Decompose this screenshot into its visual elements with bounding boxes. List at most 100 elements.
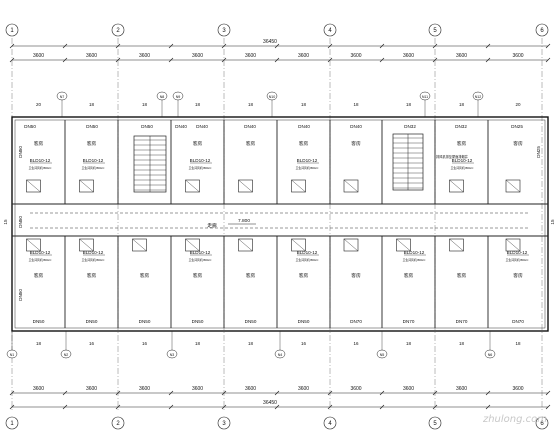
- fixture-count-top: 20: [36, 102, 42, 107]
- pipe-tag-bubble-top: [472, 91, 484, 101]
- pipe-size-bottom: DN50: [192, 319, 204, 324]
- axis-bubble-bottom: [217, 416, 231, 430]
- room-label-top: 客房: [513, 140, 523, 147]
- dim-bay-label-top: 3600: [298, 53, 309, 59]
- dim-bays-bottom-tick: [545, 390, 551, 396]
- outer-wall: [11, 116, 549, 332]
- toilet-fan-bottom: [185, 238, 200, 252]
- fixture-count-top: 18: [301, 102, 307, 107]
- axis-label-top: 4: [328, 28, 332, 34]
- toilet-fan-top-x: [26, 179, 41, 193]
- pipe-size-bottom: DN70: [512, 319, 524, 324]
- dim-bay-label-top: 3600: [139, 53, 150, 59]
- equipment-sublabel-top: 卫生间风机 BDHC: [189, 166, 212, 170]
- axis-label-bottom: 1: [10, 421, 14, 427]
- fixture-count-top: 20: [515, 102, 521, 107]
- room-label-top: 客房: [299, 140, 309, 147]
- toilet-fan-bottom-x: [505, 238, 521, 252]
- axis-label-top: 3: [222, 28, 226, 34]
- axis-bubble-bottom: [535, 416, 549, 430]
- side-mark-left: 15: [3, 219, 8, 225]
- dim-total-top-tick: [274, 43, 280, 49]
- equipment-label-bottom: BLD10-12: [404, 250, 425, 255]
- room-label-bottom: 客房: [457, 272, 467, 279]
- riser-size-left: DN50: [18, 216, 23, 228]
- toilet-fan-bottom-x: [343, 238, 359, 252]
- dim-bay-label-top: 3600: [192, 53, 203, 59]
- axis-bubble-top: [111, 23, 125, 37]
- pipe-tag-top: N7: [60, 95, 65, 99]
- axis-label-top: 2: [116, 28, 120, 34]
- dim-bay-label-bottom: 3600: [192, 386, 203, 392]
- toilet-fan-top-x: [505, 179, 521, 193]
- room-label-bottom: 客房: [34, 272, 44, 279]
- toilet-fan-bottom: [505, 238, 521, 252]
- pipe-size-top: DN32: [455, 124, 467, 129]
- equipment-sublabel-top: 卫生间风机 BDHC: [82, 166, 105, 170]
- pipe-tag-bubble-top: [56, 91, 68, 101]
- pipe-size-bottom: DN70: [403, 319, 415, 324]
- axis-label-bottom: 4: [328, 421, 332, 427]
- dim-bays-top-tick: [545, 57, 551, 63]
- dim-bays-top-tick: [485, 57, 491, 63]
- fixture-count-top: 18: [195, 102, 201, 107]
- dim-bay-label-bottom: 3600: [512, 386, 523, 392]
- room-label-bottom: 客房: [513, 272, 523, 279]
- room-label-top: 客房: [34, 140, 44, 147]
- dim-bay-label-bottom: 3600: [403, 386, 414, 392]
- axis-bubble-bottom: [323, 416, 337, 430]
- equipment-label-bottom: BLD10-12: [297, 250, 318, 255]
- pipe-size-bottom: DN50: [33, 319, 45, 324]
- fixture-count-bottom: 18: [36, 341, 42, 346]
- dim-total-label-top: 36450: [263, 39, 277, 45]
- dim-bay-label-top: 3600: [350, 53, 361, 59]
- dim-total-bottom-tick: [62, 404, 68, 410]
- dim-total-top-tick: [545, 43, 551, 49]
- toilet-fan-bottom-x: [291, 238, 306, 252]
- dim-total-top-tick: [62, 43, 68, 49]
- toilet-fan-top-x: [449, 179, 464, 193]
- level-mark: 7.800: [238, 218, 250, 224]
- equipment-sublabel-bottom: 卫生间风机 BDHC: [189, 258, 212, 262]
- axis-bubble-bottom: [428, 416, 442, 430]
- fixture-count-top: 18: [142, 102, 148, 107]
- pipe-tag-bottom: N3: [170, 353, 175, 357]
- pipe-tag-bubble-bottom: [376, 349, 388, 359]
- equipment-label-top: BLD10-12: [190, 158, 211, 163]
- axis-bubble-bottom: [5, 416, 19, 430]
- room-label-top: 客房: [87, 140, 97, 147]
- toilet-fan-bottom: [132, 238, 147, 252]
- pipe-size-bottom: DN70: [350, 319, 362, 324]
- fixture-count-bottom: 18: [459, 341, 465, 346]
- toilet-fan-top-x: [343, 179, 359, 193]
- room-label-bottom: 客房: [351, 272, 361, 279]
- pipe-tag-bottom: N1: [10, 353, 15, 357]
- pipe-tag-top: N10: [269, 95, 276, 99]
- room-label-bottom: 客房: [404, 272, 414, 279]
- watermark: zhulong.com: [482, 414, 547, 425]
- dim-bays-bottom-tick: [62, 390, 68, 396]
- axis-label-bottom: 5: [433, 421, 437, 427]
- dim-bays-bottom-tick: [274, 390, 280, 396]
- room-label-bottom: 客房: [299, 272, 309, 279]
- equipment-sublabel-bottom: 卫生间风机 BDHC: [403, 258, 426, 262]
- riser-size-left: DN50: [18, 146, 23, 158]
- pipe-size-top: DN40: [244, 124, 256, 129]
- equipment-sublabel-bottom: 卫生间风机 BDHC: [82, 258, 105, 262]
- equipment-sublabel-top: 卫生间风机 BDHC: [29, 166, 52, 170]
- axis-bubble-top: [5, 23, 19, 37]
- pipe-size-bottom: DN70: [456, 319, 468, 324]
- dim-bay-label-bottom: 3600: [139, 386, 150, 392]
- dim-bays-top-tick: [62, 57, 68, 63]
- dim-total-bottom-tick: [485, 404, 491, 410]
- toilet-fan-bottom: [79, 238, 94, 252]
- fixture-count-bottom: 18: [406, 341, 412, 346]
- room-label-bottom: 客房: [246, 272, 256, 279]
- toilet-fan-top: [505, 179, 521, 193]
- equipment-label-bottom: BLD10-12: [190, 250, 211, 255]
- dim-total-bottom-tick: [274, 404, 280, 410]
- dim-bay-label-bottom: 3600: [350, 386, 361, 392]
- toilet-fan-bottom-x: [132, 238, 147, 252]
- pipe-tag-bottom: N6: [488, 353, 493, 357]
